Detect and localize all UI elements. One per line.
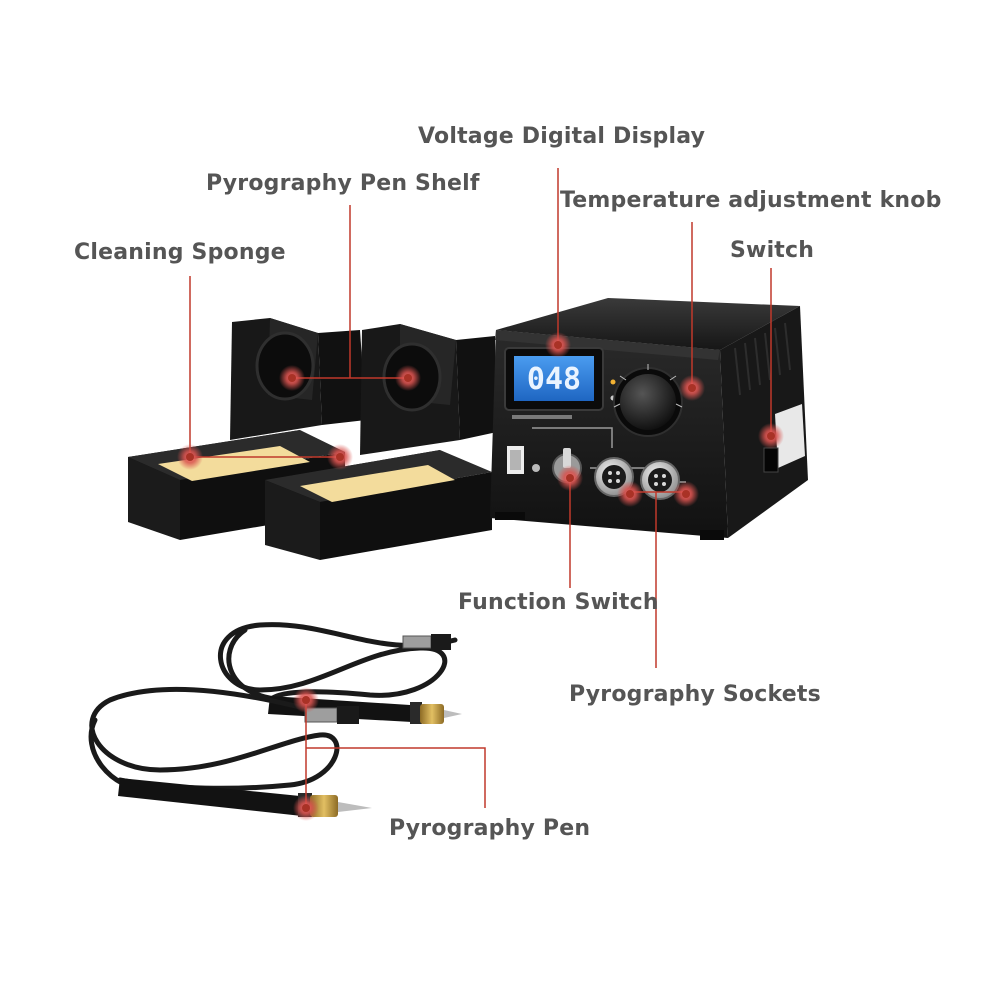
marker-func [557,465,583,491]
callout-markers [177,332,784,821]
marker-socket-1 [617,481,643,507]
marker-switch [758,423,784,449]
pen-socket-2 [640,460,680,500]
leader-shelf [292,205,408,379]
marker-voltage [545,332,571,358]
label-cleaning-sponge: Cleaning Sponge [74,240,286,265]
leader-pen [305,700,486,808]
cleaning-sponge-right [300,465,455,502]
label-pyrography-sockets: Pyrography Sockets [569,682,821,707]
pen-body-lower [118,778,372,817]
lcd-digits: 048 [527,362,581,397]
cleaning-sponge-left [158,446,310,481]
marker-socket-2 [673,481,699,507]
marker-pen-upper [293,687,319,713]
power-rocker-switch [763,447,779,473]
temperature-knob [620,374,676,430]
marker-shelf-left [279,365,305,391]
marker-pen-lower [293,795,319,821]
label-function-switch: Function Switch [458,590,659,615]
label-switch: Switch [730,238,815,263]
label-temperature-knob: Temperature adjustment knob [560,188,942,213]
pyrography-pen-upper [217,622,458,703]
leader-sockets [630,491,686,668]
marker-sponge-right [327,444,353,470]
voltage-lcd [514,356,594,401]
marker-sponge-left [177,444,203,470]
label-pyrography-pen: Pyrography Pen [389,816,591,841]
pyrography-machine: 048 [490,298,808,540]
marker-temp [679,375,705,401]
marker-shelf-right [395,365,421,391]
label-pen-shelf: Pyrography Pen Shelf [206,171,480,196]
label-voltage-display: Voltage Digital Display [418,124,706,149]
